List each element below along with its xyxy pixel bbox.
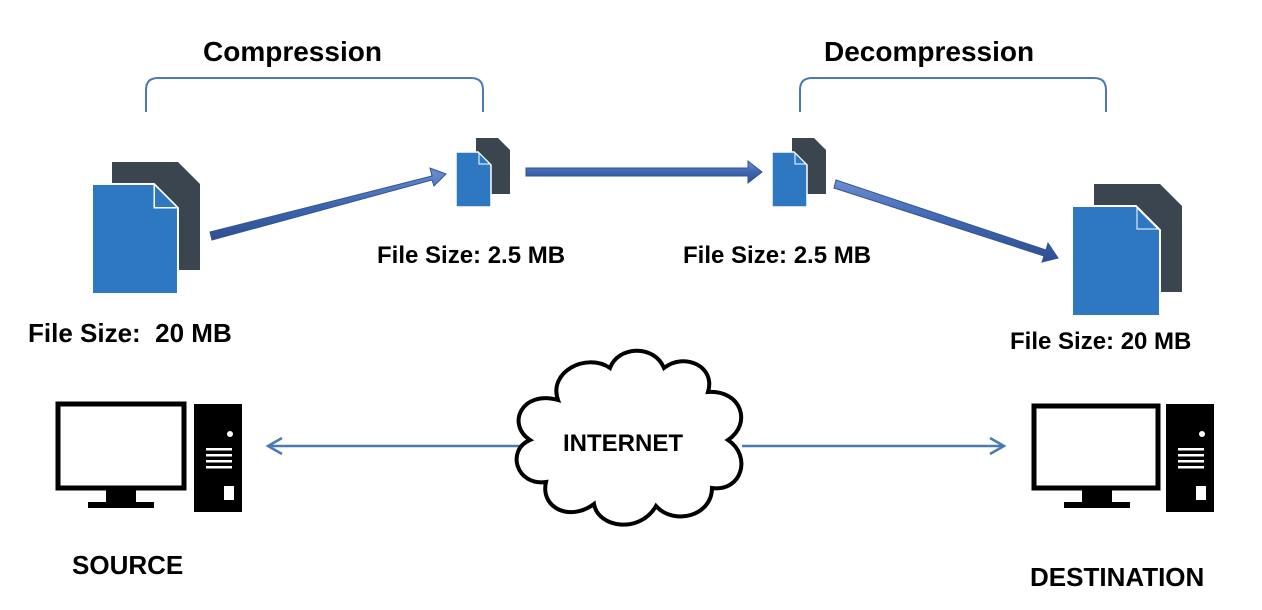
compressed-file-icon-1 [455,138,510,208]
source-file-size-label: File Size: 20 MB [28,318,232,348]
destination-file-size-label: File Size: 20 MB [1010,328,1192,355]
compression-label: Compression [203,36,382,67]
compression-bracket [145,77,484,112]
internet-label: INTERNET [563,430,683,457]
compress-arrow [209,167,447,241]
destination-computer-icon [1031,403,1214,512]
source-file-icon [91,162,200,295]
internet-to-destination-line [742,436,1007,456]
internet-to-source-line [265,436,520,456]
cloud-icon [514,348,744,527]
compressed-file-size-label-2: File Size: 2.5 MB [683,242,872,269]
destination-label: DESTINATION [1030,562,1205,592]
destination-file-icon [1071,184,1182,317]
transfer-arrow [525,159,763,185]
source-label: SOURCE [72,550,184,580]
decompression-label: Decompression [824,36,1035,67]
decompress-arrow [833,179,1059,263]
source-computer-icon [55,401,242,512]
compressed-file-icon-2 [771,138,826,208]
compressed-file-size-label-1: File Size: 2.5 MB [377,242,566,269]
decompression-bracket [799,77,1107,112]
